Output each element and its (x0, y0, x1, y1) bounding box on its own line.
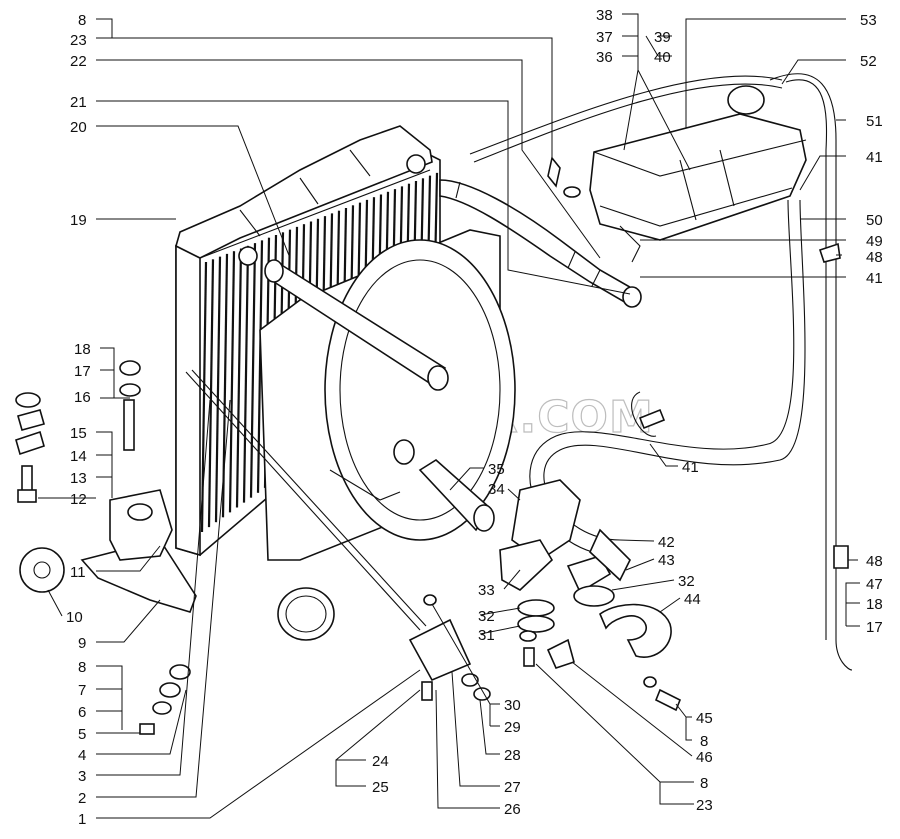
label-10: 10 (66, 609, 83, 626)
label-49: 49 (866, 233, 883, 250)
label-8-bottom: 8 (700, 775, 708, 792)
label-29: 29 (504, 719, 521, 736)
label-42: 42 (658, 534, 675, 551)
upper-coolant-pipe (264, 259, 449, 391)
label-35: 35 (488, 461, 505, 478)
leader-lines (38, 13, 860, 819)
radiator-fin (256, 240, 264, 493)
label-40: 40 (654, 49, 671, 66)
label-23-bottom: 23 (696, 797, 713, 814)
label-17-right: 17 (866, 619, 883, 636)
radiator-fin (249, 243, 257, 498)
label-30: 30 (504, 697, 521, 714)
label-47: 47 (866, 576, 883, 593)
label-18-left: 18 (74, 341, 91, 358)
label-2: 2 (78, 790, 86, 807)
expansion-tank (589, 85, 807, 263)
label-36: 36 (596, 49, 613, 66)
label-41-upper: 41 (866, 149, 883, 166)
label-20: 20 (70, 119, 87, 136)
radiator-fin (214, 256, 222, 523)
label-32-right: 32 (678, 573, 695, 590)
label-7: 7 (78, 682, 86, 699)
label-24: 24 (372, 753, 389, 770)
label-52: 52 (860, 53, 877, 70)
elbow-fitting (599, 603, 672, 658)
label-9: 9 (78, 635, 86, 652)
overflow-hose (769, 73, 853, 671)
radiator-fin (228, 251, 236, 513)
label-43: 43 (658, 552, 675, 569)
label-1: 1 (78, 811, 86, 828)
label-15: 15 (70, 425, 87, 442)
label-37: 37 (596, 29, 613, 46)
label-39: 39 (654, 29, 671, 46)
radiator-top-tank (175, 125, 433, 266)
label-8-right: 8 (700, 733, 708, 750)
label-22: 22 (70, 53, 87, 70)
label-33: 33 (478, 582, 495, 599)
label-45: 45 (696, 710, 713, 727)
label-31: 31 (478, 627, 495, 644)
label-21: 21 (70, 94, 87, 111)
lower-pipe (393, 439, 495, 532)
radiator-fin (207, 259, 215, 528)
label-48-lower: 48 (866, 553, 883, 570)
label-41-mid: 41 (866, 270, 883, 287)
label-13: 13 (70, 470, 87, 487)
label-46: 46 (696, 749, 713, 766)
label-41-lower: 41 (682, 459, 699, 476)
label-17-left: 17 (74, 363, 91, 380)
label-44: 44 (684, 591, 701, 608)
label-3: 3 (78, 768, 86, 785)
label-34: 34 (488, 481, 505, 498)
radiator-fin (235, 248, 243, 508)
label-11: 11 (70, 564, 86, 581)
label-4: 4 (78, 747, 86, 764)
thermostat-housing (499, 479, 631, 633)
label-28: 28 (504, 747, 521, 764)
upper-hose (439, 179, 642, 308)
label-38: 38 (596, 7, 613, 24)
label-8-left: 8 (78, 659, 86, 676)
label-53: 53 (860, 12, 877, 29)
label-27: 27 (504, 779, 521, 796)
label-16: 16 (74, 389, 91, 406)
label-32-left: 32 (478, 608, 495, 625)
label-18-right: 18 (866, 596, 883, 613)
fastener-stack-left (15, 360, 141, 593)
label-25: 25 (372, 779, 389, 796)
label-50: 50 (866, 212, 883, 229)
tie-rod (139, 156, 849, 735)
label-6: 6 (78, 704, 86, 721)
label-26: 26 (504, 801, 521, 818)
label-14: 14 (70, 448, 87, 465)
mounting-bracket (80, 489, 197, 613)
label-23-top: 23 (70, 32, 87, 49)
label-5: 5 (78, 726, 86, 743)
label-51: 51 (866, 113, 883, 130)
label-48-upper: 48 (866, 249, 883, 266)
label-12: 12 (70, 491, 87, 508)
label-19: 19 (70, 212, 87, 229)
label-8-top: 8 (78, 12, 86, 29)
part-labels: 8 23 22 21 20 19 38 37 36 39 40 53 52 51… (66, 7, 883, 828)
radiator-fin (242, 245, 250, 503)
